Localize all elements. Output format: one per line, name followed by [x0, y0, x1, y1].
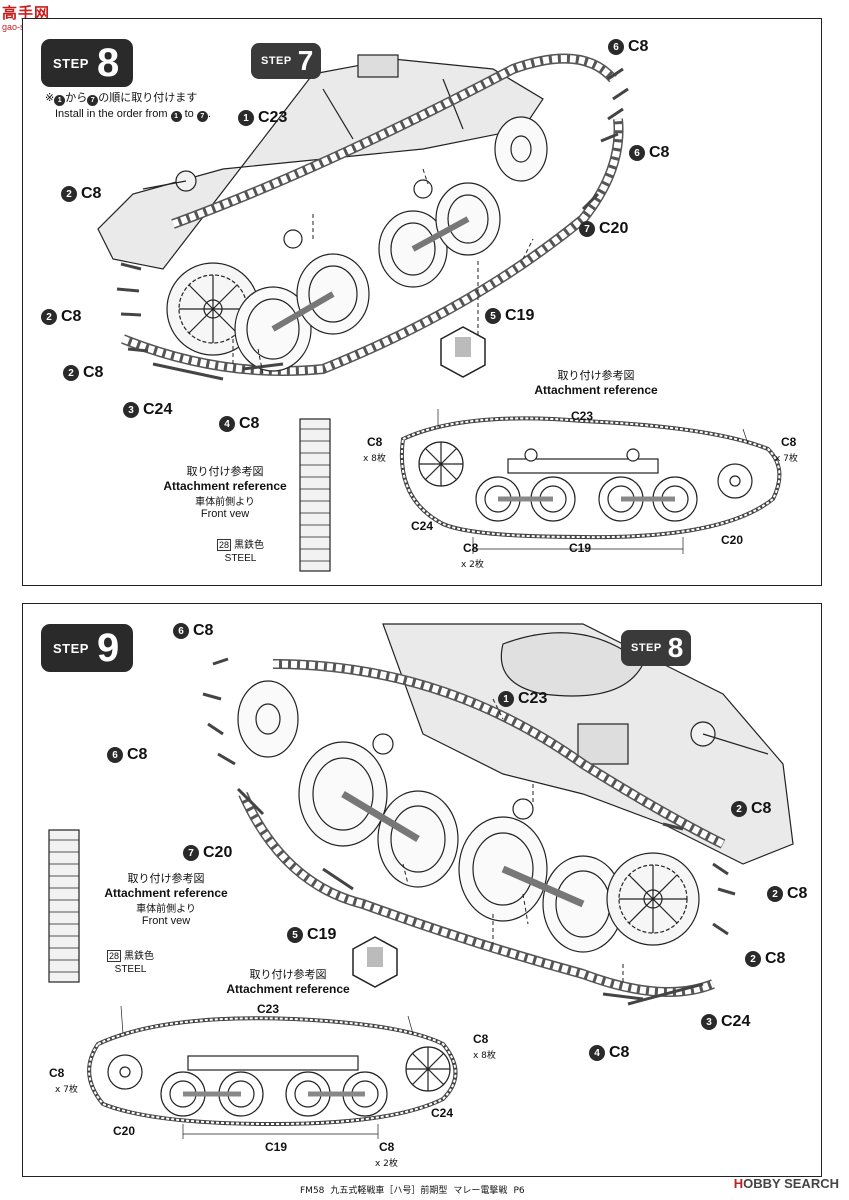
- schematic-c8-bottom: C8: [379, 1140, 395, 1154]
- kit-subtitle: マレー電撃戦: [453, 1186, 508, 1196]
- attachment-reference: 取り付け参考図 Attachment reference: [534, 369, 658, 397]
- schematic-c8-right-qty: x 7枚: [775, 454, 798, 464]
- step-8-illustration: [97, 53, 782, 572]
- schematic-c8-right: C8: [781, 435, 797, 449]
- page-footer: FM58 九五式軽戦車［ハ号］前期型マレー電撃戦 P6: [300, 1183, 531, 1196]
- front-view-reference: 取り付け参考図 Attachment reference 車体前側より Fron…: [163, 465, 287, 520]
- step-word: STEP: [53, 640, 89, 656]
- step-9-illustration: [48, 623, 794, 1139]
- sub-step-8-badge: STEP 8: [621, 630, 691, 666]
- schematic-c8-left-qty: x 7枚: [55, 1085, 78, 1095]
- step-9-badge: STEP 9: [41, 624, 133, 672]
- front-view-reference: 取り付け参考図 Attachment reference 車体前側より Fron…: [104, 872, 228, 927]
- model-number: FM58: [300, 1186, 325, 1196]
- schematic-c20: C20: [721, 533, 744, 547]
- page-number: P6: [513, 1186, 525, 1196]
- step-8-badge: STEP 8: [41, 39, 133, 87]
- step-number: 8: [96, 41, 120, 85]
- schematic-c23: C23: [571, 409, 594, 423]
- schematic-c8-bottom-qty: x 2枚: [375, 1159, 398, 1169]
- schematic-c23: C23: [257, 1002, 280, 1016]
- schematic-c8-left-qty: x 8枚: [363, 454, 386, 464]
- sub-step-word: STEP: [261, 55, 292, 67]
- sub-step-number: 7: [297, 45, 314, 76]
- schematic-c20: C20: [113, 1124, 136, 1138]
- step-word: STEP: [53, 55, 89, 71]
- schematic-c8-right-qty: x 8枚: [473, 1051, 496, 1061]
- schematic-c8-right: C8: [473, 1032, 489, 1046]
- install-order-en: Install in the order from 1 to 7.: [55, 108, 211, 122]
- schematic-c8-bottom-qty: x 2枚: [461, 560, 484, 570]
- schematic-c19: C19: [265, 1140, 288, 1154]
- sub-step-number: 8: [667, 632, 684, 663]
- schematic-c8-left: C8: [49, 1066, 65, 1080]
- sub-step-word: STEP: [631, 642, 662, 654]
- schematic-c19: C19: [569, 541, 592, 555]
- schematic-c24: C24: [431, 1106, 454, 1120]
- kit-title: 九五式軽戦車［ハ号］前期型: [330, 1186, 448, 1196]
- bottom-watermark: HOBBY SEARCH: [733, 1176, 839, 1191]
- schematic-c8-left: C8: [367, 435, 383, 449]
- schematic-c24: C24: [411, 519, 434, 533]
- sub-step-7-badge: STEP 7: [251, 43, 321, 79]
- step-number: 9: [96, 626, 120, 670]
- watermark-title: 高手网: [2, 4, 51, 22]
- attachment-reference: 取り付け参考図 Attachment reference: [226, 968, 350, 996]
- schematic-c8-bottom: C8: [463, 541, 479, 555]
